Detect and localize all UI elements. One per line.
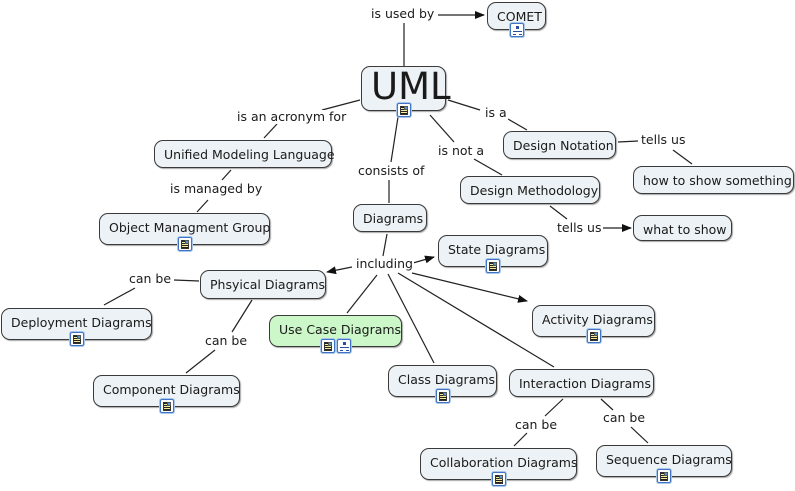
concept-component-label: Component Diagrams (103, 382, 240, 397)
concept-uml-label: UML (371, 65, 451, 108)
concept-deployment-label: Deployment Diagrams (11, 315, 152, 330)
concept-how-to-show-something[interactable]: how to show something (633, 166, 794, 194)
document-image-icon[interactable] (491, 472, 506, 486)
document-image-icon[interactable] (435, 389, 450, 403)
link-is-not-a[interactable]: is not a (437, 143, 486, 158)
link-tells-us-what[interactable]: tells us (556, 220, 603, 235)
document-image-icon[interactable] (657, 469, 671, 483)
concept-design-notation[interactable]: Design Notation (503, 131, 616, 159)
concept-use-case-diagrams[interactable]: Use Case Diagrams (269, 315, 402, 353)
concept-diagrams-label: Diagrams (363, 211, 424, 226)
document-image-icon[interactable] (320, 339, 335, 353)
concept-component-diagrams[interactable]: Component Diagrams (93, 375, 240, 413)
concept-class-diagrams[interactable]: Class Diagrams (388, 365, 497, 403)
concept-collaboration-label: Collaboration Diagrams (430, 455, 578, 470)
document-image-icon[interactable] (69, 332, 84, 346)
concept-what-to-show[interactable]: what to show (633, 215, 732, 241)
link-can-be-collaboration[interactable]: can be (514, 417, 559, 432)
edge-including-class (387, 273, 435, 364)
edge-including-interaction (397, 272, 555, 368)
concept-state-label: State Diagrams (448, 242, 546, 257)
link-including[interactable]: including (355, 256, 414, 271)
concept-unified-label: Unified Modeling Language (164, 147, 335, 162)
concept-what-to-show-label: what to show (643, 222, 727, 237)
concept-use-case-label: Use Case Diagrams (279, 322, 402, 337)
concept-sequence-diagrams[interactable]: Sequence Diagrams (596, 445, 732, 483)
document-image-icon[interactable] (159, 399, 174, 413)
edge-is-a-notation (507, 118, 528, 131)
edge-methodology-tells (549, 205, 568, 220)
link-is-used-by[interactable]: is used by (370, 6, 436, 21)
edge-including-activity (411, 272, 528, 303)
concept-activity-label: Activity Diagrams (542, 312, 653, 327)
concept-physical-diagrams[interactable]: Phsyical Diagrams (200, 270, 326, 299)
edge-physical-canbe (173, 279, 200, 282)
link-can-be-component[interactable]: can be (204, 333, 249, 348)
concept-design-methodology-label: Design Methodology (470, 183, 599, 198)
edge-uml-acronym (321, 99, 361, 111)
edge-including-state (412, 255, 435, 264)
edge-uml-is-a (447, 99, 481, 111)
edge-canbe2-component (185, 349, 216, 374)
concept-design-methodology[interactable]: Design Methodology (460, 176, 600, 204)
edge-managed-omg (196, 199, 209, 213)
edge-diagrams-including (382, 233, 388, 257)
concept-how-to-show-label: how to show something (643, 173, 792, 188)
link-is-a[interactable]: is a (484, 105, 508, 120)
concept-diagrams[interactable]: Diagrams (353, 204, 427, 232)
link-can-be-sequence[interactable]: can be (602, 410, 647, 425)
edge-is-not-a-methodology (473, 158, 503, 176)
link-can-be-deployment[interactable]: can be (128, 271, 173, 286)
edge-canbe2-sequence (630, 426, 649, 444)
link-consists-of[interactable]: consists of (357, 163, 426, 178)
concept-object-management-group[interactable]: Object Managment Group (99, 213, 271, 251)
edge-including-physical (326, 266, 353, 275)
concept-map-icon[interactable] (336, 339, 351, 353)
edge-acronym-unified (263, 123, 278, 139)
edge-canbe1-collaboration (513, 432, 528, 447)
concept-sequence-label: Sequence Diagrams (606, 452, 732, 467)
concept-state-diagrams[interactable]: State Diagrams (438, 235, 548, 273)
edge-interaction-canbe1 (544, 398, 564, 417)
edge-uml-is-not-a (429, 114, 455, 143)
link-tells-us-how[interactable]: tells us (640, 132, 687, 147)
document-image-icon[interactable] (177, 237, 192, 251)
concept-interaction-diagrams[interactable]: Interaction Diagrams (509, 369, 654, 397)
concept-deployment-diagrams[interactable]: Deployment Diagrams (1, 308, 152, 346)
concept-omg-label: Object Managment Group (109, 220, 271, 235)
edge-including-usecase (346, 274, 378, 314)
concept-physical-label: Phsyical Diagrams (210, 277, 326, 292)
concept-class-label: Class Diagrams (398, 372, 496, 387)
edge-physical-canbe2 (231, 299, 253, 333)
concept-unified-modeling-language[interactable]: Unified Modeling Language (154, 140, 335, 168)
document-image-icon[interactable] (586, 329, 601, 343)
concept-activity-diagrams[interactable]: Activity Diagrams (532, 305, 655, 343)
link-is-acronym-for[interactable]: is an acronym for (236, 109, 348, 124)
edge-uml-consists (390, 116, 399, 163)
edge-notation-tells (617, 140, 639, 143)
edge-unified-managed (221, 169, 232, 181)
concept-collaboration-diagrams[interactable]: Collaboration Diagrams (420, 448, 578, 486)
concept-comet[interactable]: COMET (487, 2, 546, 37)
concept-comet-label: COMET (497, 9, 542, 24)
concept-map-icon[interactable] (509, 23, 524, 37)
concept-design-notation-label: Design Notation (513, 138, 614, 153)
edge-canbe-deployment (103, 287, 136, 306)
concept-uml[interactable]: UML (361, 66, 451, 117)
document-image-icon[interactable] (486, 259, 500, 273)
edge-tells-how (672, 149, 693, 165)
document-image-icon[interactable] (396, 103, 411, 117)
concept-interaction-label: Interaction Diagrams (519, 376, 651, 391)
link-is-managed-by[interactable]: is managed by (169, 181, 264, 196)
edge-interaction-canbe2 (600, 398, 614, 411)
